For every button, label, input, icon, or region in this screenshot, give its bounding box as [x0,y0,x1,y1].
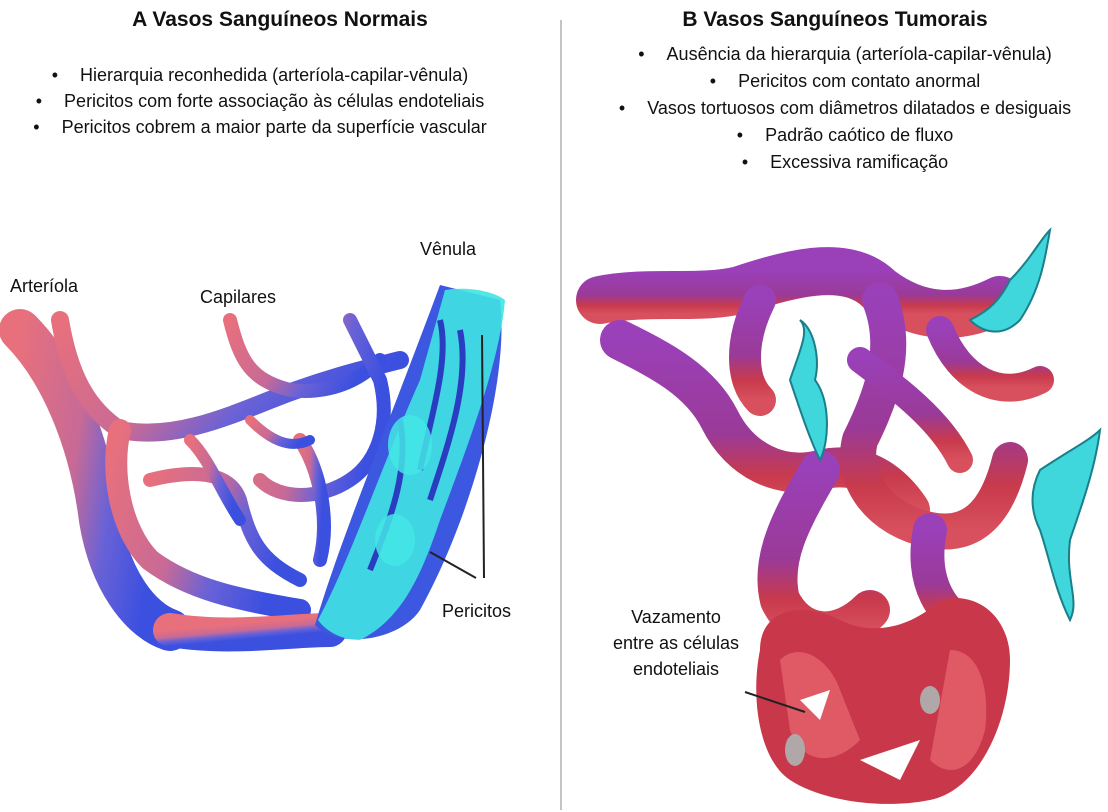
label-arteriola: Arteríola [10,275,78,297]
label-capilares: Capilares [200,286,276,308]
venule-with-pericytes [315,285,505,640]
label-venula: Vênula [420,238,476,260]
label-vazamento: Vazamento entre as células endoteliais [612,604,740,682]
leaky-vessel-section [756,598,1010,804]
label-pericitos: Pericitos [442,600,511,622]
